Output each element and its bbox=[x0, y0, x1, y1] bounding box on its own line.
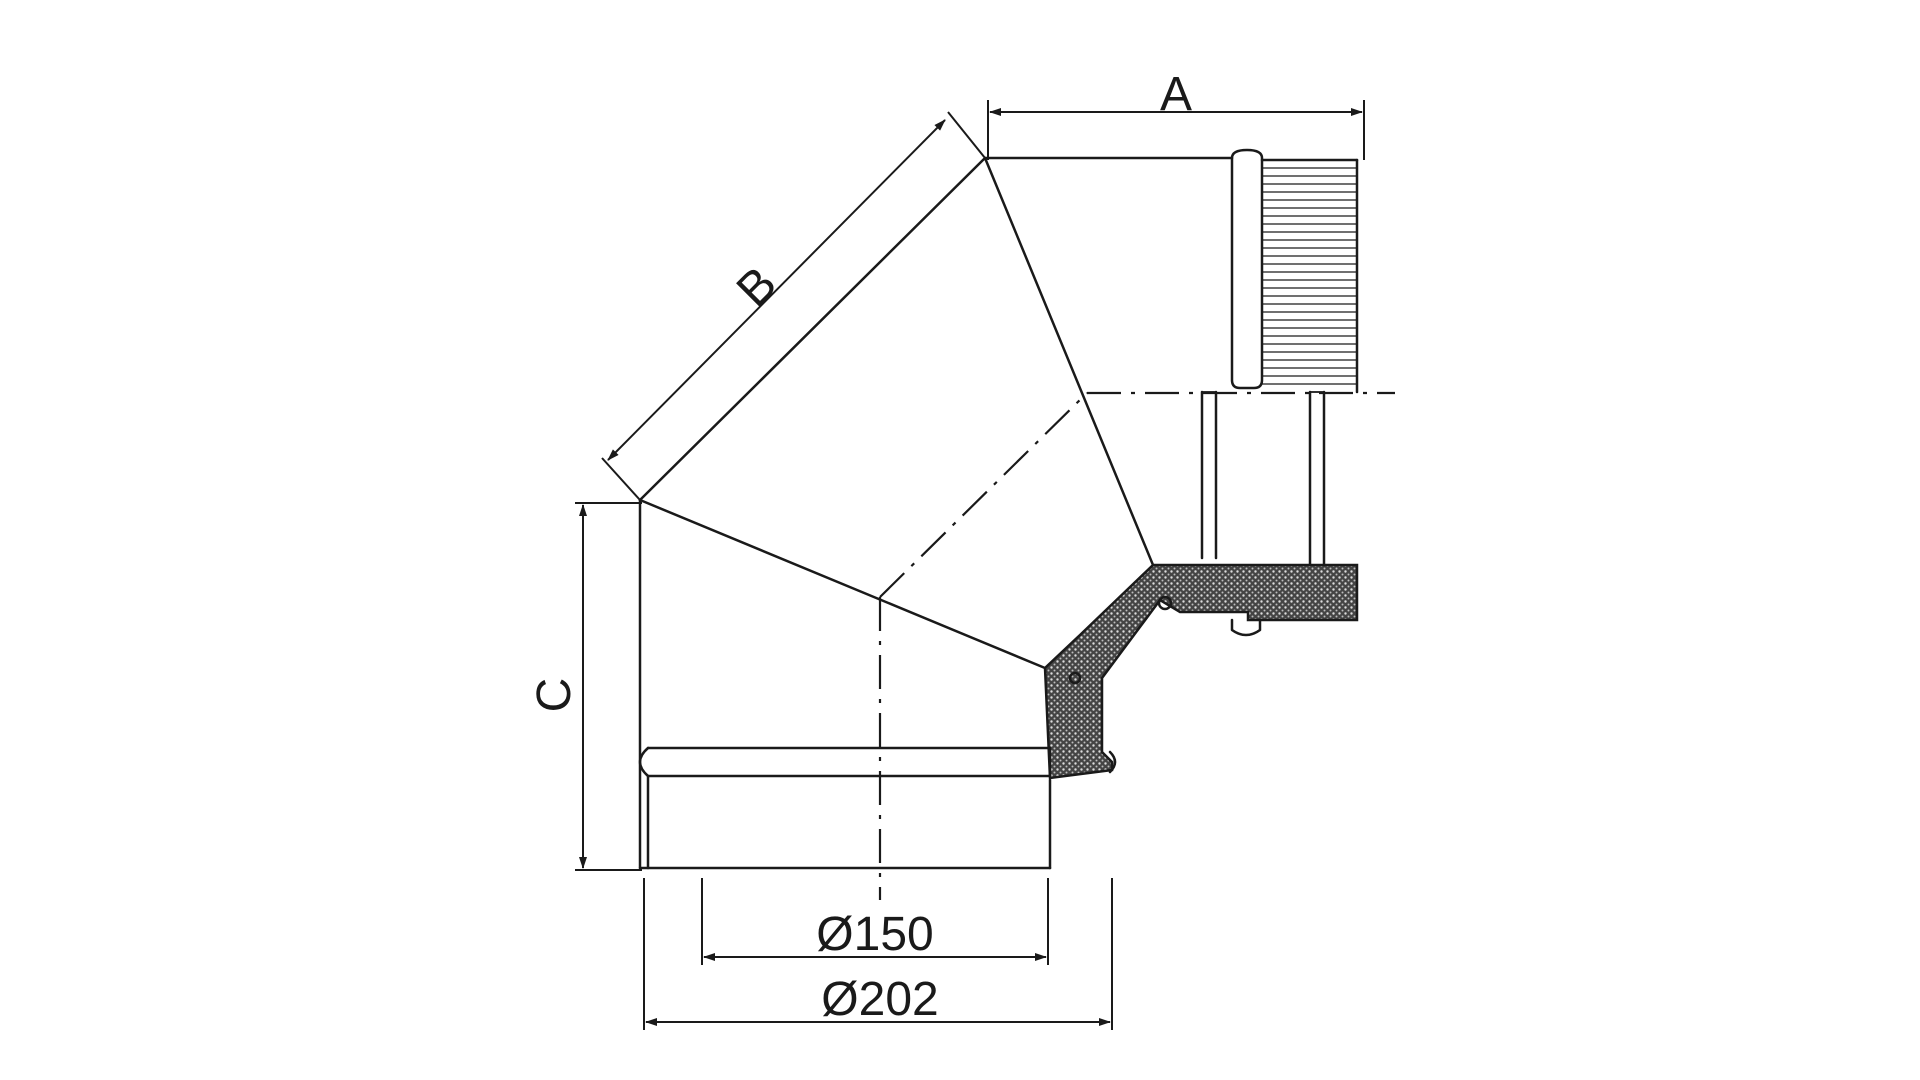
inner-diameter-label: Ø150 bbox=[816, 908, 933, 961]
outer-diameter-label: Ø202 bbox=[821, 973, 938, 1026]
insulation-section bbox=[1043, 563, 1359, 780]
dimension-c bbox=[575, 502, 642, 871]
dimension-b-label: B bbox=[727, 257, 787, 317]
centre-lines bbox=[878, 391, 1395, 900]
dimension-a-label: A bbox=[1160, 68, 1192, 121]
dimension-a bbox=[987, 100, 1365, 160]
upper-inner-tube bbox=[1200, 390, 1326, 577]
dimension-c-label: C bbox=[528, 678, 581, 713]
dimension-inner-diameter bbox=[701, 878, 1049, 965]
dimension-b bbox=[601, 111, 986, 501]
corrugated-end bbox=[1262, 167, 1357, 385]
lower-socket-bead bbox=[638, 746, 1052, 870]
dimension-outer-diameter bbox=[643, 878, 1113, 1030]
